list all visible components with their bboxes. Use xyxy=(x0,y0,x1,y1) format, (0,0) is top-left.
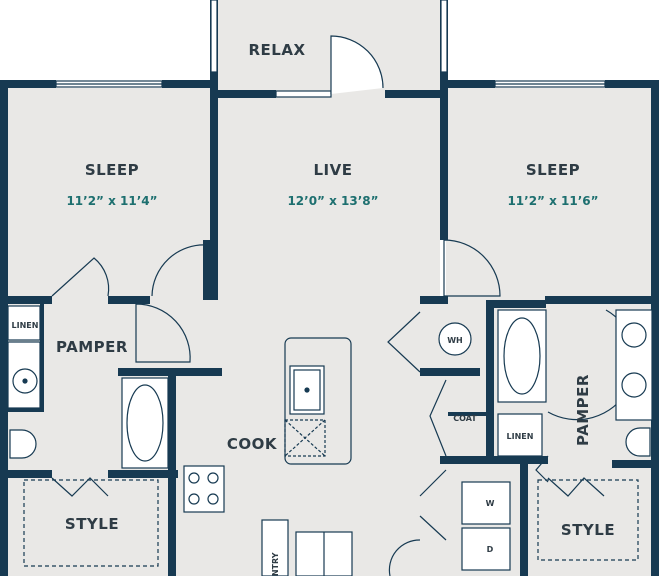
door-pamper-left xyxy=(51,257,110,297)
door-coat xyxy=(429,379,447,457)
window-relax-right xyxy=(440,0,448,73)
room-pamper-right-name: PAMPER xyxy=(574,374,592,446)
door-style-left xyxy=(51,477,109,497)
door-live-to-sleep-right xyxy=(443,239,501,297)
room-style-right-name: STYLE xyxy=(561,521,615,539)
label-linen-left: LINEN xyxy=(12,321,39,330)
sink-right-2 xyxy=(621,372,647,398)
door-linen-right xyxy=(535,455,549,483)
dishwasher xyxy=(284,419,326,457)
toilet-right xyxy=(625,427,651,457)
floor-sleep-right xyxy=(446,88,652,300)
windows xyxy=(55,0,606,98)
room-style-left-name: STYLE xyxy=(65,515,119,533)
fixture-labels: LINEN WH COAT LINEN W D PANTRY xyxy=(12,321,534,576)
doors xyxy=(51,35,637,576)
dryer xyxy=(461,527,511,571)
room-labels: RELAX SLEEP 11’2” x 11’4” LIVE 12’0” x 1… xyxy=(56,41,615,539)
room-sleep-right-dim: 11’2” x 11’6” xyxy=(507,194,598,208)
door-wh xyxy=(387,311,421,373)
stove xyxy=(183,465,225,513)
label-dryer: D xyxy=(487,545,494,554)
fixtures xyxy=(7,305,653,576)
label-linen-right: LINEN xyxy=(507,432,534,441)
label-pantry: PANTRY xyxy=(271,552,280,576)
room-live-name: LIVE xyxy=(314,161,353,179)
door-style-right xyxy=(547,477,605,497)
closet-right xyxy=(537,479,639,561)
window-relax-bottom xyxy=(275,90,332,98)
room-sleep-left-name: SLEEP xyxy=(85,161,139,179)
floor-relax xyxy=(218,0,440,95)
room-sleep-left-dim: 11’2” x 11’4” xyxy=(66,194,157,208)
room-sleep-right-name: SLEEP xyxy=(526,161,580,179)
water-heater xyxy=(438,322,472,356)
label-washer: W xyxy=(486,499,495,508)
door-laundry xyxy=(388,469,447,576)
room-live-dim: 12’0” x 13’8” xyxy=(287,194,378,208)
label-coat: COAT xyxy=(453,414,477,423)
floor-sleep-left xyxy=(8,88,213,300)
label-wh: WH xyxy=(447,336,463,345)
door-sleep-left xyxy=(151,244,208,297)
closet-left xyxy=(23,479,159,567)
pantry xyxy=(261,519,289,576)
room-cook-name: COOK xyxy=(227,435,278,453)
linen-right-shelf xyxy=(497,413,543,457)
window-relax-left xyxy=(210,0,218,73)
door-pamper-left-2 xyxy=(135,303,191,363)
washer xyxy=(461,481,511,525)
door-relax xyxy=(330,35,384,94)
room-pamper-left-name: PAMPER xyxy=(56,338,128,356)
sink-right-1 xyxy=(621,322,647,348)
linen-left-shelf xyxy=(7,305,41,341)
toilet-left xyxy=(9,429,37,459)
room-relax-name: RELAX xyxy=(248,41,305,59)
